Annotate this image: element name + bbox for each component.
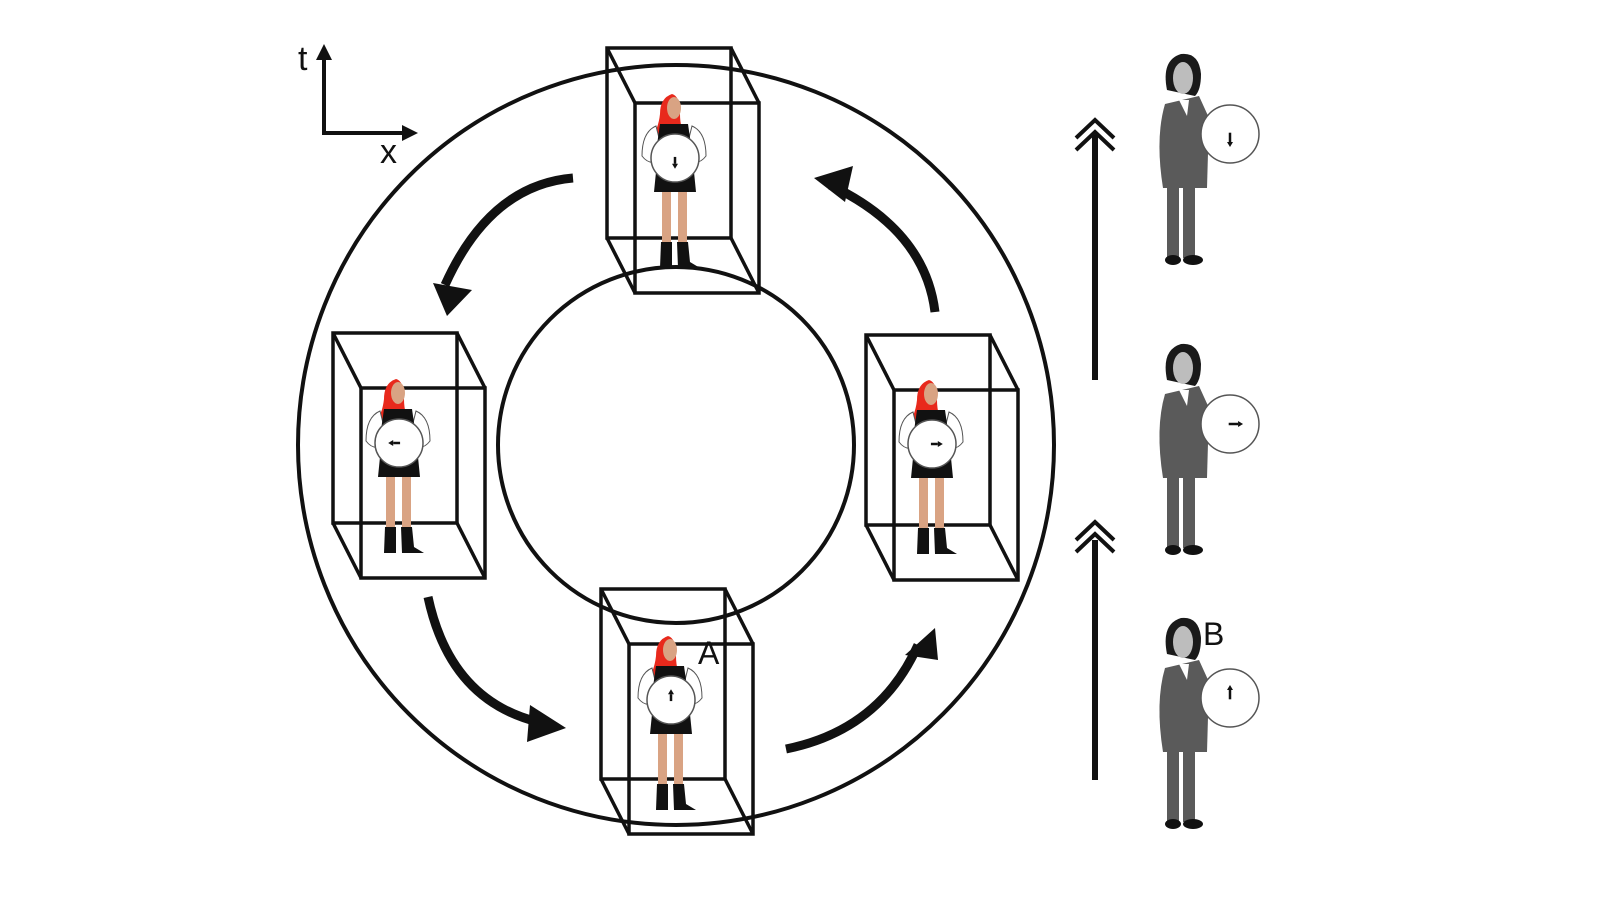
woman-figure: [898, 380, 964, 554]
woman-figure: [637, 636, 703, 810]
arrowhead-icon: [905, 628, 938, 660]
clock-icon: [1200, 104, 1260, 164]
clock-icon: [1200, 668, 1260, 728]
wireframe-box: [864, 333, 1020, 582]
man-figure: [1159, 617, 1260, 829]
arrowhead-icon: [814, 166, 853, 202]
double-chevron-icon: [1074, 117, 1116, 152]
traveler-right: [864, 333, 1020, 582]
time-arrows: [1074, 117, 1116, 780]
time-arrow-lower: [1074, 519, 1116, 780]
stationary-observers: [1159, 53, 1260, 829]
x-axis-label: x: [380, 133, 397, 171]
traveler-left: [331, 331, 487, 580]
x-axis-arrowhead: [402, 125, 418, 141]
traveler-top: [605, 46, 761, 295]
observer-middle: [1159, 343, 1260, 555]
double-chevron-icon: [1074, 519, 1116, 554]
observer-top: [1159, 53, 1260, 265]
clock-icon: [907, 419, 957, 469]
clock-icon: [650, 133, 700, 183]
axes: t x: [298, 40, 418, 171]
observer-bottom: [1159, 617, 1260, 829]
flow-arrows: [423, 166, 940, 754]
traveler-bottom: [599, 587, 755, 836]
arrowhead-icon: [433, 283, 472, 316]
flow-arrow-top-left: [433, 173, 574, 316]
t-axis-arrowhead: [316, 44, 332, 60]
flow-arrow-left-bottom: [423, 596, 566, 742]
inner-circle: [496, 265, 856, 625]
man-figure: [1159, 53, 1260, 265]
outer-circle: [296, 63, 1056, 827]
man-figure: [1159, 343, 1260, 555]
t-axis-label: t: [298, 40, 308, 78]
clock-icon: [374, 418, 424, 468]
woman-figure: [641, 94, 707, 268]
arrowhead-icon: [527, 705, 566, 742]
clock-icon: [1200, 394, 1260, 454]
ring-travelers: [331, 46, 1020, 836]
ring: [296, 63, 1056, 827]
label-stationary-b: B: [1203, 616, 1224, 652]
flow-arrow-right-top: [814, 166, 940, 313]
flow-arrow-bottom-right: [785, 628, 938, 754]
wireframe-box: [331, 331, 487, 580]
label-traveler-a: A: [698, 635, 720, 671]
clock-icon: [646, 675, 696, 725]
woman-figure: [365, 379, 431, 553]
time-arrow-upper: [1074, 117, 1116, 380]
